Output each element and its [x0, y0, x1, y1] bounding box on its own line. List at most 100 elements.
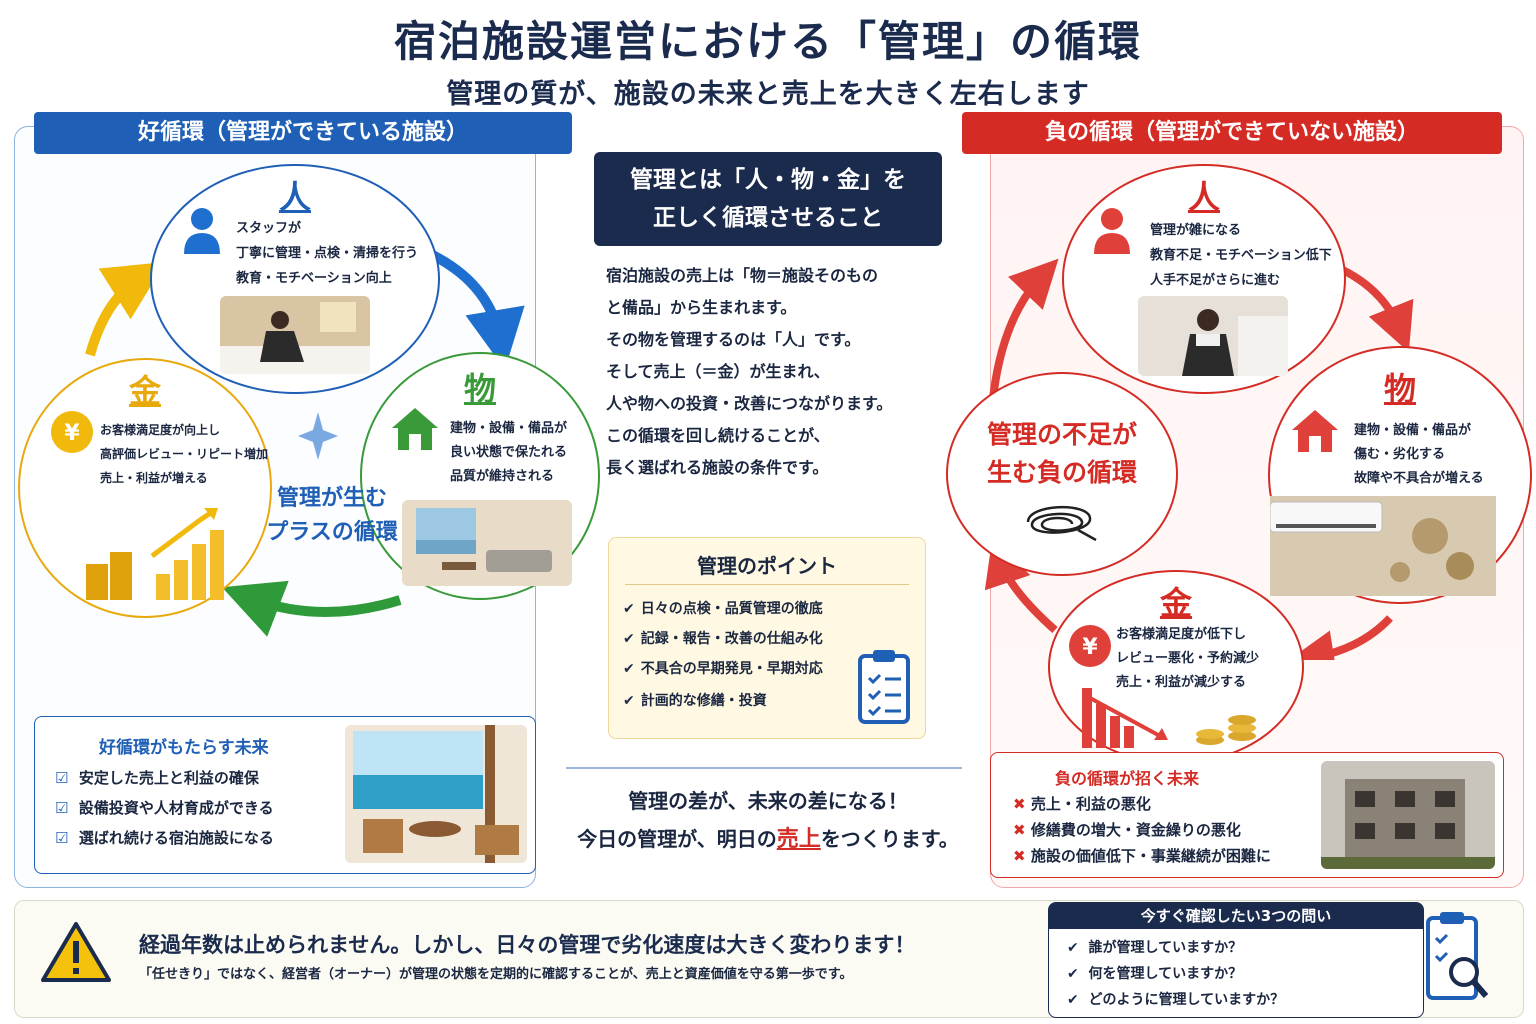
cross-icon: ✖ — [1013, 821, 1026, 839]
check-icon: ✔ — [623, 693, 635, 709]
bad-things-line-2: 傷む・劣化する — [1354, 447, 1446, 462]
question-item: どのように管理していますか？ — [1088, 992, 1285, 1008]
arrow-money-to-people — [85, 262, 166, 357]
bad-future-title: 負の循環が招く未来 — [1055, 769, 1200, 788]
check-icon: ☑ — [55, 799, 69, 817]
message-divider — [566, 767, 962, 769]
bad-money-node: 金 ¥ お客様満足度が低下し レビュー悪化・予約減少 売上・利益が減少する — [1048, 570, 1304, 764]
definition-box: 管理とは「人・物・金」を 正しく循環させること — [594, 152, 942, 246]
good-cycle-header: 好循環（管理ができている施設） — [34, 112, 572, 154]
bad-things-line-3: 故障や不具合が増える — [1354, 471, 1484, 486]
good-center-line-1: 管理が生む — [276, 486, 387, 511]
check-icon: ✔ — [1067, 992, 1079, 1008]
hotel-room-photo — [402, 500, 572, 586]
bad-future-box: 負の循環が招く未来 ✖ 売上・利益の悪化 ✖ 修繕費の増大・資金繰りの悪化 ✖ … — [990, 752, 1504, 878]
cross-icon: ✖ — [1013, 795, 1026, 813]
bad-things-node: 物 建物・設備・備品が 傷む・劣化する 故障や不具合が増える — [1268, 346, 1532, 604]
bad-money-line-3: 売上・利益が減少する — [1116, 675, 1247, 690]
key-message-post: をつくります。 — [820, 827, 959, 851]
bad-center-line-2: 生む負の循環 — [986, 458, 1137, 487]
explanation-line: 人や物への投資・改善につながります。 — [606, 394, 893, 413]
key-message-highlight: 売上 — [776, 827, 821, 852]
good-things-title: 物 — [463, 370, 496, 408]
good-center-line-2: プラスの循環 — [266, 520, 398, 545]
good-people-line-3: 教育・モチベーション向上 — [236, 271, 392, 286]
bad-people-line-2: 教育不足・モチベーション低下 — [1150, 248, 1332, 263]
good-people-line-2: 丁寧に管理・点検・清掃を行う — [236, 246, 419, 261]
good-money-line-2: 高評価レビュー・リピート増加 — [100, 447, 269, 461]
check-icon: ✔ — [1067, 966, 1079, 982]
points-divider — [625, 584, 909, 585]
bad-center-line-1: 管理の不足が — [986, 420, 1137, 449]
question-item: 誰が管理していますか？ — [1088, 940, 1243, 956]
yen-coin-icon: ¥ — [1069, 625, 1111, 667]
check-icon: ✔ — [623, 631, 635, 647]
good-cycle-center-label: 管理が生む プラスの循環 — [248, 482, 416, 550]
check-icon: ☑ — [55, 829, 69, 847]
point-item: 記録・報告・改善の仕組み化 — [640, 631, 823, 647]
bad-money-line-1: お客様満足度が低下し — [1116, 627, 1247, 642]
explanation-line: 長く選ばれる施設の条件です。 — [606, 458, 829, 477]
warning-icon — [41, 922, 111, 982]
bad-people-node: 人 管理が雑になる 教育不足・モチベーション低下 人手不足がさらに進む — [1062, 164, 1346, 394]
arrow-left-to-people — [988, 258, 1059, 409]
definition-line-1: 管理とは「人・物・金」を — [630, 167, 906, 193]
point-item: 不具合の早期発見・早期対応 — [640, 661, 823, 677]
svg-text:¥: ¥ — [1082, 635, 1098, 660]
check-icon: ✔ — [623, 661, 635, 677]
bad-money-title: 金 — [1159, 584, 1192, 622]
good-things-line-1: 建物・設備・備品が — [450, 421, 568, 436]
ocean-view-room-photo — [345, 725, 527, 863]
sparkle-icon — [298, 412, 338, 460]
arrow-things-to-money — [1286, 615, 1393, 660]
key-message: 管理の差が、未来の差になる！ 今日の管理が、明日の売上をつくります。 — [556, 782, 980, 859]
explanation-line: そして売上（＝金）が生まれ、 — [606, 362, 830, 381]
bad-things-line-1: 建物・設備・備品が — [1354, 423, 1472, 438]
clipboard-magnifier-icon — [1426, 912, 1489, 1000]
good-things-line-3: 品質が維持される — [450, 469, 555, 484]
cleaning-staff-photo — [220, 296, 370, 374]
good-people-node: 人 スタッフが 丁寧に管理・点検・清掃を行う 教育・モチベーション向上 — [150, 164, 440, 394]
key-message-line-1: 管理の差が、未来の差になる！ — [628, 789, 908, 813]
points-title: 管理のポイント — [697, 554, 837, 578]
house-icon — [392, 408, 438, 450]
warning-sub-text: 「任せきり」ではなく、経営者（オーナー）が管理の状態を定期的に確認することが、売… — [139, 967, 853, 982]
bad-cycle-center-label: 管理の不足が 生む負の循環 — [948, 416, 1176, 492]
bad-people-line-3: 人手不足がさらに進む — [1150, 273, 1281, 288]
check-icon: ✔ — [1067, 940, 1079, 956]
person-icon — [1094, 208, 1130, 254]
clipboard-icon — [858, 650, 910, 724]
point-item: 計画的な修繕・投資 — [640, 693, 767, 709]
house-icon — [1292, 410, 1338, 452]
good-future-box: 好循環がもたらす未来 ☑ 安定した売上と利益の確保 ☑ 設備投資や人材育成ができ… — [34, 716, 536, 874]
bad-cycle-center-node: 管理の不足が 生む負の循環 — [946, 372, 1178, 576]
bad-cycle-header: 負の循環（管理ができていない施設） — [962, 112, 1502, 154]
falling-coins-chart-graphic — [1082, 688, 1256, 748]
good-future-item: 選ばれ続ける宿泊施設になる — [78, 829, 274, 847]
bad-future-item: 売上・利益の悪化 — [1030, 795, 1151, 813]
good-money-line-3: 売上・利益が増える — [100, 471, 208, 485]
warning-main-text: 経過年数は止められません。しかし、日々の管理で劣化速度は大きく変わります！ — [139, 933, 916, 957]
cross-icon: ✖ — [1013, 847, 1026, 865]
good-money-title: 金 — [128, 372, 161, 410]
definition-line-2: 正しく循環させること — [653, 205, 883, 231]
good-future-title: 好循環がもたらす未来 — [99, 738, 269, 758]
questions-title: 今すぐ確認したい3つの問い — [1049, 903, 1423, 929]
good-money-node: 金 ¥ お客様満足度が向上し 高評価レビュー・リピート増加 売上・利益が増える — [18, 358, 272, 618]
explanation-line: その物を管理するのは「人」です。 — [606, 330, 861, 349]
good-people-line-1: スタッフが — [236, 221, 302, 236]
yen-coin-icon: ¥ — [51, 411, 93, 453]
bad-money-line-2: レビュー悪化・予約減少 — [1116, 651, 1260, 666]
questions-box: 今すぐ確認したい3つの問い ✔ 誰が管理していますか？ ✔ 何を管理していますか… — [1048, 902, 1424, 1018]
explanation-line: 宿泊施設の売上は「物＝施設そのもの — [606, 266, 879, 285]
person-icon — [184, 208, 220, 254]
good-things-line-2: 良い状態で保たれる — [450, 445, 568, 460]
check-icon: ✔ — [623, 601, 635, 617]
old-building-photo — [1321, 761, 1495, 869]
bad-people-line-1: 管理が雑になる — [1150, 223, 1242, 238]
magnifier-icon — [1449, 957, 1479, 987]
page-title: 宿泊施設運営における「管理」の循環 — [393, 17, 1142, 66]
explanation-text: 宿泊施設の売上は「物＝施設そのもの と備品」から生まれます。 その物を管理するの… — [606, 260, 946, 484]
good-future-item: 設備投資や人材育成ができる — [78, 799, 274, 817]
arrow-money-to-left — [984, 537, 1058, 633]
